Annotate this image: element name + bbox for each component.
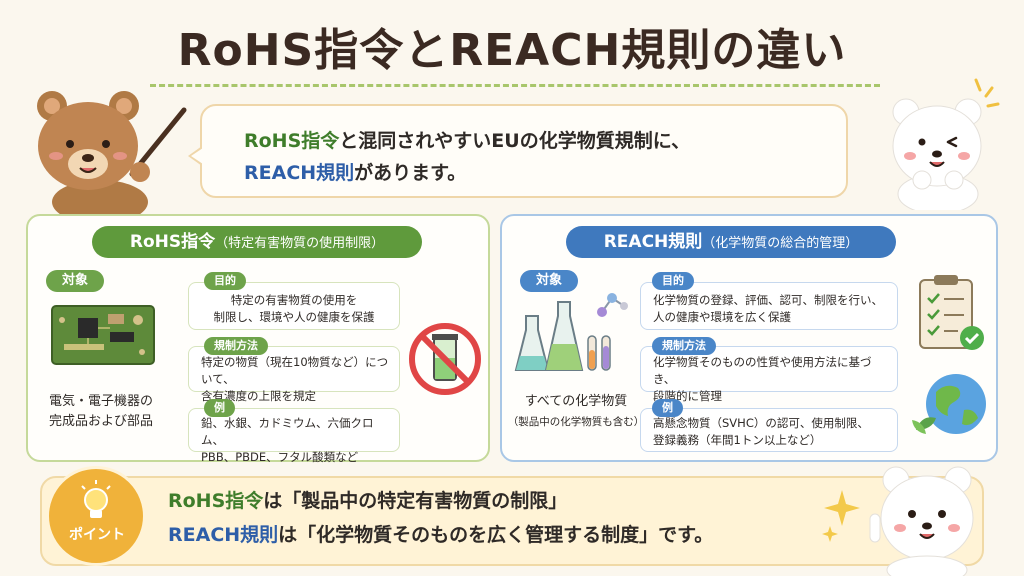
reach-target-label: 対象 <box>520 270 578 292</box>
reach-example-line-2: 登録義務（年間1トン以上など） <box>653 433 822 447</box>
reach-target-line-1: すべての化学物質 <box>524 394 628 409</box>
reach-method-label: 規制方法 <box>652 337 716 355</box>
rohs-target-line-1: 電気・電子機器の <box>48 394 153 409</box>
intro-line-1: RoHS指令と混同されやすいEUの化学物質規制に、 <box>244 126 690 153</box>
rohs-purpose-line-1: 特定の有害物質の使用を <box>230 293 358 307</box>
reach-purpose-label: 目的 <box>652 272 694 290</box>
reach-header-subtitle: （化学物質の総合的管理） <box>702 236 859 251</box>
polar-bear-pointing-illustration <box>869 466 974 576</box>
sparkle-icon <box>822 490 860 542</box>
point-line-1-text: は「製品中の特定有害物質の制限」 <box>263 490 568 512</box>
reach-panel: REACH規則（化学物質の総合的管理） 対象 すべての化学物質 （製品中の化学物… <box>500 214 998 462</box>
title-divider <box>150 84 880 87</box>
reach-header-title: REACH規則 <box>603 232 703 252</box>
rohs-method-line-1: 特定の物質（現在10物質など）について、 <box>201 355 389 386</box>
point-badge-label: ポイント <box>69 527 125 543</box>
reach-example-label: 例 <box>652 399 683 417</box>
intro-reach-term: REACH規則 <box>244 162 355 184</box>
rohs-example-label: 例 <box>204 399 235 417</box>
polar-bear-illustration <box>892 78 1000 210</box>
reach-header: REACH規則（化学物質の総合的管理） <box>566 226 896 258</box>
reach-purpose-line-1: 化学物質の登録、評価、認可、制限を行い、 <box>653 293 883 307</box>
reach-target-text: すべての化学物質 （製品中の化学物質も含む） <box>506 392 646 432</box>
flask-icon <box>514 301 611 371</box>
intro-line-1-text: と混同されやすいEUの化学物質規制に、 <box>339 130 691 152</box>
reach-method-line-2: 段階的に管理 <box>653 389 722 403</box>
rohs-header-title: RoHS指令 <box>129 232 216 252</box>
point-rohs-term: RoHS指令 <box>168 490 264 512</box>
intro-speech-bubble: RoHS指令と混同されやすいEUの化学物質規制に、 REACH規則があります。 <box>188 104 848 198</box>
reach-purpose-line-2: 人の健康や環境を広く保護 <box>653 310 791 324</box>
rohs-method-label: 規制方法 <box>204 337 268 355</box>
earth-icon <box>912 374 986 434</box>
no-substance-icon <box>409 323 481 395</box>
intro-line-2-text: があります。 <box>354 162 467 184</box>
point-line-2-text: は「化学物質そのものを広く管理する制度」です。 <box>278 524 714 546</box>
checklist-icon <box>919 275 984 350</box>
reach-example-box: 高懸念物質（SVHC）の認可、使用制限、 登録義務（年間1トン以上など） <box>640 408 898 452</box>
reach-method-line-1: 化学物質そのものの性質や使用方法に基づき、 <box>653 355 872 386</box>
rohs-target-text: 電気・電子機器の 完成品および部品 <box>36 392 166 432</box>
reach-purpose-box: 化学物質の登録、評価、認可、制限を行い、 人の健康や環境を広く保護 <box>640 282 898 330</box>
rohs-target-label: 対象 <box>46 270 104 292</box>
bear-teacher-illustration <box>37 91 187 214</box>
rohs-header: RoHS指令（特定有害物質の使用制限） <box>92 226 422 258</box>
lightbulb-icon <box>81 480 111 518</box>
point-summary-box <box>40 476 984 566</box>
rohs-purpose-label: 目的 <box>204 272 246 290</box>
rohs-purpose-box: 特定の有害物質の使用を 制限し、環境や人の健康を保護 <box>188 282 400 330</box>
circuit-board-icon <box>51 305 155 365</box>
reach-example-line-1: 高懸念物質（SVHC）の認可、使用制限、 <box>653 416 869 430</box>
rohs-example-line-1: 鉛、水銀、カドミウム、六価クロム、 <box>201 416 374 447</box>
reach-target-line-2: （製品中の化学物質も含む） <box>507 416 645 428</box>
rohs-target-line-2: 完成品および部品 <box>48 414 153 429</box>
rohs-purpose-line-2: 制限し、環境や人の健康を保護 <box>213 310 375 324</box>
point-reach-term: REACH規則 <box>168 524 279 546</box>
rohs-example-line-2: PBB、PBDE、フタル酸類など <box>201 450 359 464</box>
point-line-2: REACH規則は「化学物質そのものを広く管理する制度」です。 <box>168 520 713 547</box>
intro-rohs-term: RoHS指令 <box>244 130 340 152</box>
intro-line-2: REACH規則があります。 <box>244 158 466 185</box>
molecule-icon <box>597 293 628 317</box>
page-title: RoHS指令とREACH規則の違い <box>177 25 847 76</box>
rohs-header-subtitle: （特定有害物質の使用制限） <box>215 236 385 251</box>
point-line-1: RoHS指令は「製品中の特定有害物質の制限」 <box>168 486 567 513</box>
rohs-panel: RoHS指令（特定有害物質の使用制限） 対象 電気・電子機器の 完成品および部品… <box>26 214 490 464</box>
